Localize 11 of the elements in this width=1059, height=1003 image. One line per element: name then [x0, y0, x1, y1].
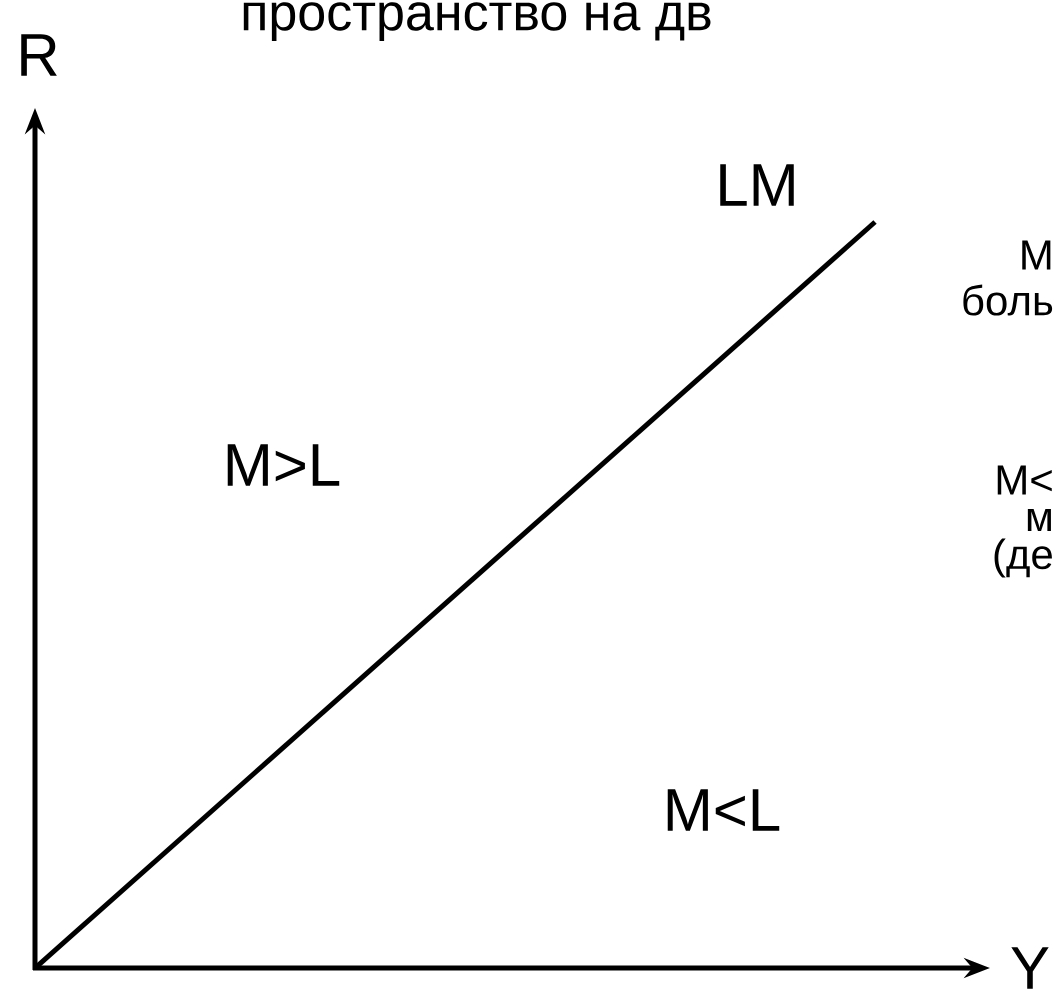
axis-label: (де [994, 538, 1052, 578]
axis-label: M<L [667, 789, 780, 831]
title: пространство на дв [243, 2, 711, 41]
axis-label: боль [963, 284, 1053, 316]
axis-label: R [21, 34, 57, 76]
axis-label: м [1027, 508, 1051, 532]
axis-label: M< [997, 465, 1052, 495]
axis-label: Y [1011, 947, 1049, 989]
axis-label: LM [720, 164, 794, 206]
axis-label: M [1022, 240, 1051, 270]
axis-label: M>L [227, 444, 340, 486]
